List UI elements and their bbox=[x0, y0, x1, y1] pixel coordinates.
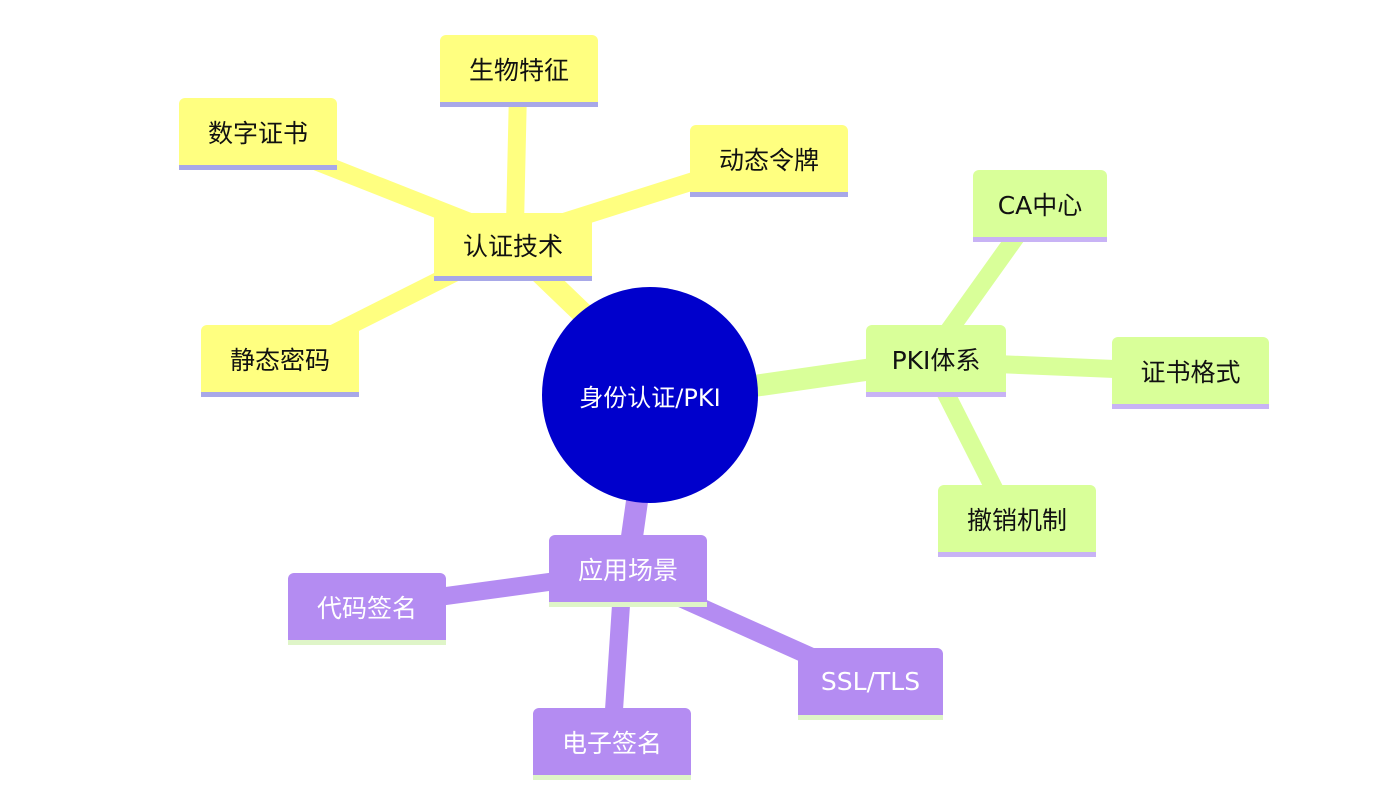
node-ca-center: CA中心 bbox=[973, 170, 1107, 242]
node-ssl-tls: SSL/TLS bbox=[798, 648, 943, 720]
node-cert-format-label: 证书格式 bbox=[1140, 357, 1241, 387]
node-code-signing: 代码签名 bbox=[288, 573, 446, 645]
node-use-cases-label: 应用场景 bbox=[577, 555, 678, 585]
node-digital-cert: 数字证书 bbox=[179, 98, 337, 170]
node-e-signature-label: 电子签名 bbox=[561, 728, 662, 758]
root-node: 身份认证/PKI bbox=[542, 287, 758, 503]
node-dynamic-token: 动态令牌 bbox=[690, 125, 848, 197]
node-biometric-label: 生物特征 bbox=[468, 55, 569, 85]
node-digital-cert-label: 数字证书 bbox=[207, 118, 308, 148]
node-auth-tech-label: 认证技术 bbox=[462, 231, 563, 261]
node-ssl-tls-label: SSL/TLS bbox=[820, 667, 921, 696]
node-pki-system-label: PKI体系 bbox=[891, 345, 981, 375]
node-auth-tech: 认证技术 bbox=[434, 213, 592, 281]
root-label: 身份认证/PKI bbox=[579, 383, 721, 412]
edge-auth-bio bbox=[506, 81, 527, 234]
node-revocation: 撤销机制 bbox=[938, 485, 1096, 557]
node-static-password-label: 静态密码 bbox=[229, 345, 330, 375]
node-biometric: 生物特征 bbox=[440, 35, 598, 107]
node-cert-format: 证书格式 bbox=[1112, 337, 1269, 409]
node-ca-center-label: CA中心 bbox=[997, 190, 1083, 220]
node-dynamic-token-label: 动态令牌 bbox=[718, 145, 819, 175]
node-static-password: 静态密码 bbox=[201, 325, 359, 397]
node-revocation-label: 撤销机制 bbox=[966, 505, 1067, 535]
node-code-signing-label: 代码签名 bbox=[316, 593, 417, 623]
node-pki-system: PKI体系 bbox=[866, 325, 1006, 397]
node-e-signature: 电子签名 bbox=[533, 708, 691, 780]
node-use-cases: 应用场景 bbox=[549, 535, 707, 607]
